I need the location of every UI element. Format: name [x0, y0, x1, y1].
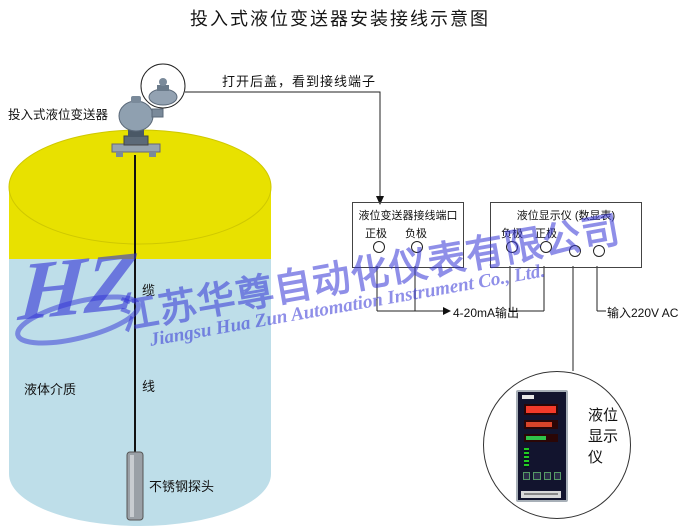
open-cover-note: 打开后盖，看到接线端子 [222, 74, 377, 89]
flange-bolt-left [116, 152, 123, 157]
transmitter-terminal-box: 液位变送器接线端口 正极 负极 [352, 202, 464, 268]
display-label-line-2: 显示 [588, 428, 619, 445]
power-terminal-circle-1 [569, 245, 581, 257]
page-title: 投入式液位变送器安装接线示意图 [190, 9, 490, 29]
display-terminal-label-positive: 正极 [535, 228, 557, 240]
terminal-circle-negative [411, 241, 423, 253]
probe-highlight [130, 455, 134, 517]
level-transmitter-device [111, 96, 164, 157]
meter-bottom-label-strip [521, 491, 561, 498]
cable-char-bottom: 线 [142, 379, 156, 394]
display-box-title: 液位显示仪 (数显表) [516, 210, 616, 222]
terminal-label-positive: 正极 [365, 228, 387, 240]
terminal-label-negative: 负极 [405, 228, 427, 240]
arrow-right-icon [443, 307, 451, 315]
probe-label: 不锈钢探头 [149, 479, 215, 494]
display-instrument-box: 液位显示仪 (数显表) 负极 正极 [490, 202, 642, 268]
meter-buttons [523, 472, 561, 480]
signal-wires [376, 266, 443, 312]
zoomed-knob [159, 78, 167, 86]
top-cap [131, 96, 141, 103]
callout-leader-line [185, 91, 381, 197]
medium-label: 液体介质 [24, 382, 77, 397]
neck [128, 129, 144, 137]
meter-led-display-main [524, 404, 558, 415]
terminal-box-title: 液位变送器接线端口 [358, 210, 458, 222]
meter-button [533, 472, 541, 480]
display-input-wires [509, 266, 545, 312]
zoomed-cap [148, 88, 178, 106]
wiring-lines [185, 91, 606, 371]
meter-bargraph-leds [524, 448, 529, 468]
digital-panel-meter [516, 390, 568, 502]
hex-nut [123, 135, 149, 146]
meter-led-display-secondary [524, 420, 558, 429]
transmitter-label: 投入式液位变送器 [8, 108, 109, 122]
power-input-label: 输入220V AC [607, 306, 679, 320]
display-instrument-callout: 液位 显示 仪 [483, 371, 631, 519]
meter-button [553, 472, 561, 480]
meter-brand-mark [522, 395, 534, 399]
magnifier-callout [140, 63, 186, 109]
power-terminal-circle-2 [593, 245, 605, 257]
cable-char-top: 缆 [142, 283, 156, 298]
display-terminal-circle-positive [540, 241, 552, 253]
display-terminal-circle-negative [506, 241, 518, 253]
meter-button [543, 472, 551, 480]
stainless-probe [126, 451, 144, 521]
arrow-down-icon [376, 196, 384, 205]
power-wires [572, 266, 606, 371]
meter-button [523, 472, 531, 480]
display-terminal-label-negative: 负极 [501, 228, 523, 240]
display-instrument-label: 液位 显示 仪 [588, 405, 618, 468]
meter-led-display-green [524, 434, 558, 442]
display-label-line-3: 仪 [588, 449, 604, 466]
cable-gland [151, 108, 164, 118]
zoomed-cap-top [157, 85, 169, 91]
transmitter-head [118, 100, 154, 132]
terminal-circle-positive [373, 241, 385, 253]
signal-output-label: 4-20mA输出 [453, 306, 520, 320]
display-label-line-1: 液位 [588, 407, 619, 424]
flange-bolt-right [149, 152, 156, 157]
